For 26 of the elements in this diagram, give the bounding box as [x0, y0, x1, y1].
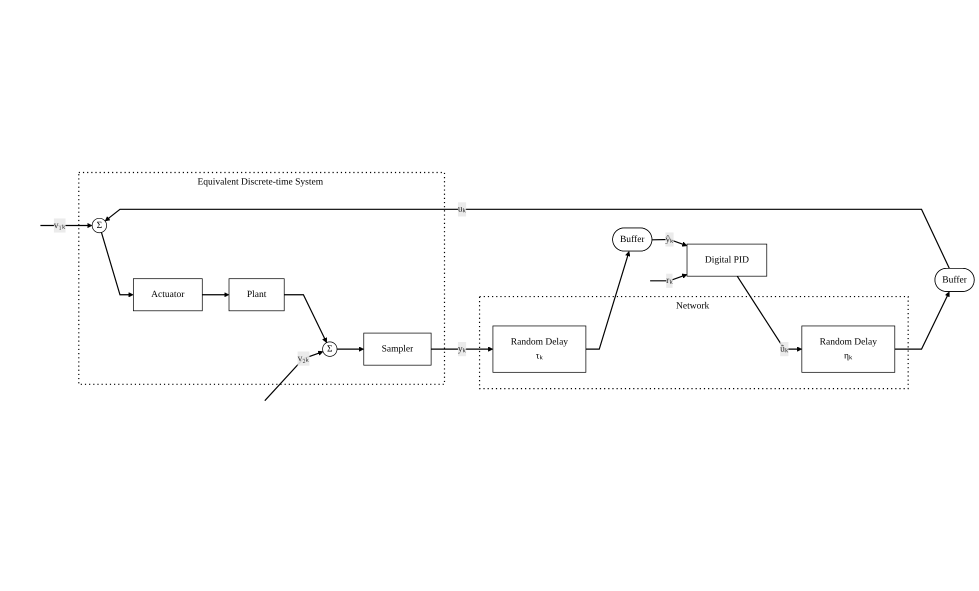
edge-label: yₖ	[458, 344, 466, 354]
arrow	[100, 232, 134, 298]
arrow	[264, 350, 324, 402]
edge-label: uₖ	[458, 204, 466, 214]
arrow	[431, 346, 494, 352]
node-circle: Σ	[322, 342, 338, 357]
arrow	[284, 294, 327, 343]
arrow	[650, 274, 688, 282]
node-box: Random Delay ηₖ	[801, 326, 896, 373]
arrow	[202, 292, 230, 298]
node-box: Actuator	[132, 278, 203, 312]
edge-label: v₁ₖ	[54, 220, 66, 230]
arrow	[894, 292, 950, 350]
arrow	[104, 208, 950, 269]
arrow	[337, 346, 364, 352]
edge-label: v₂ₖ	[298, 353, 310, 364]
edge-label: ŷₖ	[665, 234, 674, 244]
node-box: Random Delay τₖ	[492, 326, 586, 373]
arrow	[736, 276, 802, 352]
node-box: Sampler	[363, 332, 432, 366]
edge-label: rₖ	[666, 275, 673, 286]
edge-label: ûₖ	[780, 344, 788, 354]
node-circle: Σ	[92, 218, 107, 234]
node-box: Plant	[228, 278, 285, 312]
node-box: Digital PID	[686, 244, 768, 277]
arrow	[586, 251, 630, 350]
